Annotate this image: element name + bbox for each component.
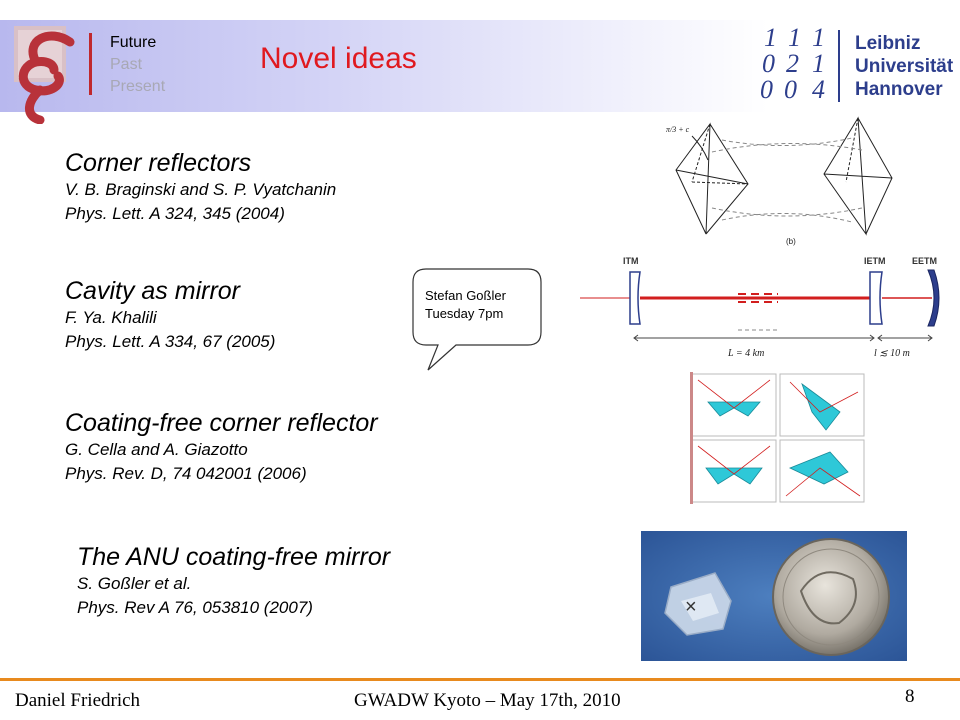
corner-figure-caption: (b) <box>786 237 796 246</box>
speech-bubble-text: Stefan Goßler Tuesday 7pm <box>425 287 506 323</box>
corner-reflector-diagram: π/3 + c (b) <box>666 116 893 246</box>
reference-journal: Phys. Rev A 76, 053810 (2007) <box>77 598 313 617</box>
reference-authors: S. Goßler et al. <box>77 574 192 593</box>
logo-digit: 1 <box>812 49 825 78</box>
speech-bubble <box>412 268 542 371</box>
coating-free-reflector-panels <box>690 372 866 504</box>
reference-authors: F. Ya. Khalili <box>65 308 157 327</box>
university-name-line: Universität <box>855 56 954 77</box>
footer-event: GWADW Kyoto – May 17th, 2010 <box>354 690 621 711</box>
tagline-divider <box>89 33 92 95</box>
logo-digit: 1 <box>788 23 801 52</box>
slide-title: Novel ideas <box>260 42 417 75</box>
tagline-present: Present <box>110 78 166 95</box>
callout-line: Tuesday 7pm <box>425 306 504 321</box>
university-logo-divider <box>838 30 840 102</box>
logo-digit: 2 <box>786 49 799 78</box>
logo-digit: 0 <box>784 75 797 104</box>
institute-logo-icon <box>14 26 75 124</box>
logo-digit: 4 <box>812 75 825 104</box>
university-name-line: Hannover <box>855 79 943 100</box>
reference-coating-free-corner: Coating-free corner reflector G. Cella a… <box>65 408 378 486</box>
corner-angle-label: π/3 + c <box>666 125 690 134</box>
reference-title: Corner reflectors <box>65 149 252 177</box>
university-logo-digits: 1 1 1 0 2 1 0 0 4 <box>760 23 825 104</box>
reference-journal: Phys. Rev. D, 74 042001 (2006) <box>65 464 307 483</box>
page-number: 8 <box>905 686 915 707</box>
university-name: Leibniz Universität Hannover <box>855 32 953 101</box>
tagline-future: Future <box>110 34 157 51</box>
reference-title: The ANU coating-free mirror <box>77 543 391 571</box>
tagline-past: Past <box>110 56 143 73</box>
itm-label: ITM <box>623 256 639 266</box>
anu-mirror-photo: × <box>641 531 907 661</box>
logo-digit: 0 <box>760 75 773 104</box>
cavity-mirror-diagram: ITM IETM EETM L = 4 km l ≲ 10 m <box>580 256 940 359</box>
logo-digit: 1 <box>812 23 825 52</box>
logo-digit: 0 <box>762 49 775 78</box>
reference-title: Cavity as mirror <box>65 277 241 305</box>
ietm-label: IETM <box>864 256 886 266</box>
footer-author: Daniel Friedrich <box>15 690 141 711</box>
eetm-label: EETM <box>912 256 937 266</box>
reference-journal: Phys. Lett. A 334, 67 (2005) <box>65 332 276 351</box>
reference-journal: Phys. Lett. A 324, 345 (2004) <box>65 204 285 223</box>
reference-anu-mirror: The ANU coating-free mirror S. Goßler et… <box>77 542 390 620</box>
university-name-line: Leibniz <box>855 33 921 54</box>
reference-authors: V. B. Braginski and S. P. Vyatchanin <box>65 180 337 199</box>
header-band <box>0 20 960 112</box>
callout-line: Stefan Goßler <box>425 288 506 303</box>
reference-cavity-as-mirror: Cavity as mirror F. Ya. Khalili Phys. Le… <box>65 276 275 354</box>
cavity-length-label: L = 4 km <box>727 348 764 359</box>
footer-rule <box>0 678 960 681</box>
mirror-mark-icon: × <box>685 596 697 618</box>
reference-title: Coating-free corner reflector <box>65 409 378 437</box>
short-cavity-length-label: l ≲ 10 m <box>874 348 910 359</box>
reference-corner-reflectors: Corner reflectors V. B. Braginski and S.… <box>65 148 336 226</box>
reference-authors: G. Cella and A. Giazotto <box>65 440 248 459</box>
logo-digit: 1 <box>764 23 777 52</box>
